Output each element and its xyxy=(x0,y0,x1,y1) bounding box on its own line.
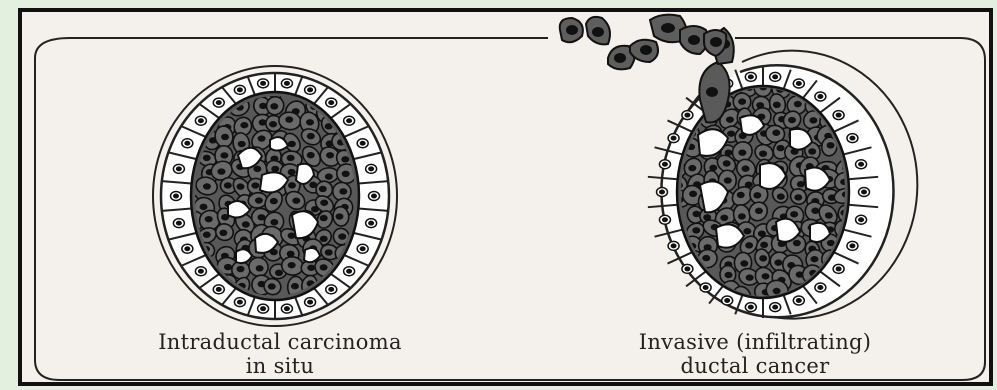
caption-invasive: Invasive (infiltrating) ductal cancer xyxy=(610,330,900,378)
caption-invasive-line2: ductal cancer xyxy=(610,354,900,378)
metastatic-cell-clusters xyxy=(560,15,727,70)
caption-in-situ: Intraductal carcinoma in situ xyxy=(130,330,430,378)
caption-invasive-line1: Invasive (infiltrating) xyxy=(610,330,900,354)
duct-in-situ-icon xyxy=(153,66,397,326)
caption-in-situ-line1: Intraductal carcinoma xyxy=(130,330,430,354)
caption-in-situ-line2: in situ xyxy=(130,354,430,378)
duct-invasive-icon xyxy=(648,28,918,319)
